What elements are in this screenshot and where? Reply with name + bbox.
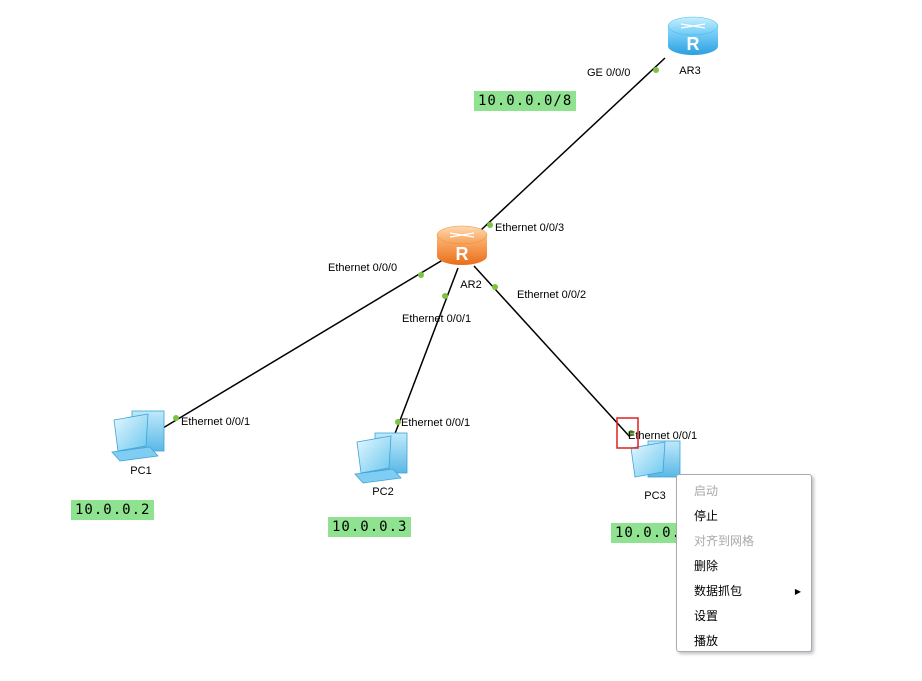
pc1-name-label: PC1 bbox=[130, 465, 151, 477]
port-label-ar3-ge000: GE 0/0/0 bbox=[587, 67, 630, 79]
pc-icon bbox=[111, 410, 165, 462]
router-icon: R bbox=[667, 16, 719, 55]
menu-item-packet-capture[interactable]: 数据抓包 ▶ bbox=[677, 579, 811, 604]
menu-item-packet-capture-label: 数据抓包 bbox=[694, 584, 743, 598]
pc1[interactable]: PC1 bbox=[111, 410, 165, 477]
ar3-name-label: AR3 bbox=[679, 65, 700, 77]
submenu-arrow-icon: ▶ bbox=[794, 587, 801, 596]
pc2-name-label: PC2 bbox=[372, 486, 393, 498]
port-dot-pc2-e001 bbox=[395, 419, 401, 425]
port-dot-ar2-e000 bbox=[418, 272, 424, 278]
port-label-pc3-e001: Ethernet 0/0/1 bbox=[628, 430, 697, 442]
pc-icon bbox=[354, 432, 408, 484]
svg-text:R: R bbox=[456, 244, 469, 264]
port-dot-ar3-ge000 bbox=[653, 67, 659, 73]
link-ar2-pc1[interactable] bbox=[147, 257, 447, 438]
router-icon: R bbox=[436, 225, 488, 265]
port-label-ar2-e003: Ethernet 0/0/3 bbox=[495, 222, 564, 234]
port-selection-box bbox=[616, 417, 639, 449]
port-dot-pc3-e001 bbox=[628, 430, 634, 436]
menu-item-delete[interactable]: 删除 bbox=[694, 559, 719, 573]
menu-item-start[interactable]: 启动 bbox=[694, 484, 719, 498]
note-pc3-ip[interactable]: 10.0.0. bbox=[611, 523, 679, 543]
link-ar3-ar2[interactable] bbox=[465, 57, 666, 245]
menu-item-stop[interactable]: 停止 bbox=[694, 509, 719, 523]
port-label-ar2-e002: Ethernet 0/0/2 bbox=[517, 289, 586, 301]
link-ar2-pc3[interactable] bbox=[473, 265, 631, 438]
port-label-pc2-e001: Ethernet 0/0/1 bbox=[401, 417, 470, 429]
ar2-router[interactable]: R AR2 bbox=[436, 225, 488, 291]
port-label-ar2-e000: Ethernet 0/0/0 bbox=[328, 262, 397, 274]
note-pc2-ip[interactable]: 10.0.0.3 bbox=[328, 517, 412, 537]
links bbox=[147, 57, 666, 453]
port-dot-ar2-e002 bbox=[492, 284, 498, 290]
port-dot-pc1-e001 bbox=[173, 415, 179, 421]
menu-item-align-to-grid[interactable]: 对齐到网格 bbox=[694, 534, 755, 548]
port-label-ar2-e001: Ethernet 0/0/1 bbox=[402, 313, 471, 325]
ar2-name-label: AR2 bbox=[460, 279, 481, 291]
port-dot-ar2-e001 bbox=[442, 293, 448, 299]
pc2[interactable]: PC2 bbox=[354, 432, 408, 498]
note-pc1-ip[interactable]: 10.0.0.2 bbox=[71, 500, 155, 520]
menu-item-play[interactable]: 播放 bbox=[694, 634, 719, 648]
svg-text:R: R bbox=[687, 34, 700, 54]
port-dot-ar2-e003 bbox=[487, 222, 493, 228]
pc-icon bbox=[630, 440, 681, 478]
pc3[interactable]: PC3 bbox=[630, 440, 681, 502]
context-menu: 启动 停止 对齐到网格 删除 数据抓包 ▶ 设置 播放 bbox=[676, 474, 812, 652]
note-network[interactable]: 10.0.0.0/8 bbox=[474, 91, 577, 111]
pc3-name-label: PC3 bbox=[644, 490, 665, 502]
port-dots bbox=[173, 67, 659, 436]
port-label-pc1-e001: Ethernet 0/0/1 bbox=[181, 416, 250, 428]
menu-item-settings[interactable]: 设置 bbox=[694, 609, 719, 623]
ar3-router[interactable]: R AR3 bbox=[667, 16, 719, 77]
